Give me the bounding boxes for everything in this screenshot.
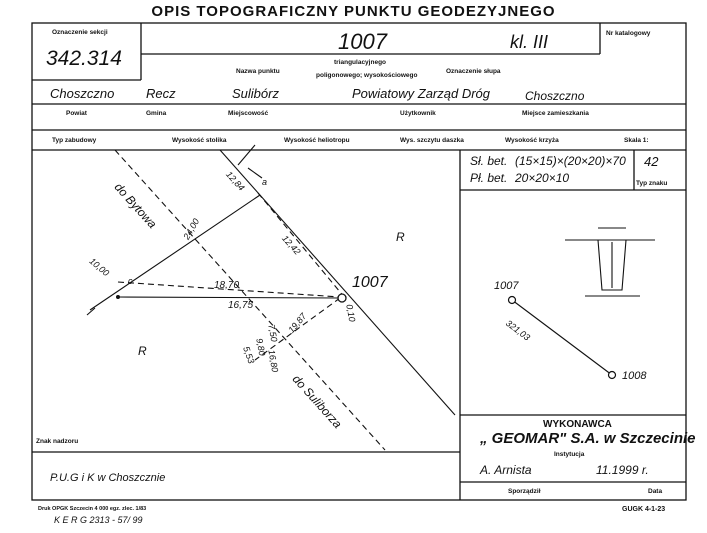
uzytkownik-value: Powiatowy Zarząd Dróg [352, 86, 490, 101]
right-point-1007: 1007 [494, 280, 519, 292]
wykonawca-value: „ GEOMAR" S.A. w Szczecinie [480, 430, 696, 447]
skala-label: Skala 1: [624, 137, 649, 144]
gmina-value: Recz [146, 86, 176, 101]
sekcja-label: Oznaczenie sekcji [52, 29, 108, 36]
area-r-2: R [138, 344, 147, 358]
right-point-1008: 1008 [622, 370, 647, 382]
powiat-label: Powiat [66, 110, 87, 117]
sl-bet-value: (15×15)×(20×20)×70 [515, 154, 626, 168]
znak-nadzoru-label: Znak nadzoru [36, 438, 79, 445]
area-r-1: R [396, 230, 405, 244]
kerg-text: K E R G 2313 - 57/ 99 [54, 515, 143, 525]
sl-bet-label: Sł. bet. [470, 154, 508, 168]
instytucja-label: Instytucja [554, 451, 585, 458]
zamieszkania-value: Choszczno [525, 89, 585, 103]
wys-szczytu-label: Wys. szczytu daszka [400, 137, 464, 144]
data-label: Data [648, 488, 663, 495]
wykonawca-label: WYKONAWCA [543, 419, 612, 430]
point-label: 1007 [352, 274, 388, 291]
typ-znaku-label: Typ znaku [636, 180, 668, 187]
sporzadzil-value: A. Arnista [480, 463, 532, 477]
document-title: OPIS TOPOGRAFICZNY PUNKTU GEODEZYJNEGO [151, 3, 556, 20]
pl-bet-value: 20×20×10 [515, 171, 570, 185]
druk-text: Druk OPGK Szczecin 4 000 egz. zlec. 1/83 [38, 506, 147, 512]
klasa-value: kl. III [510, 32, 549, 52]
powiat-value: Choszczno [50, 86, 115, 101]
punkt-type-1: triangulacyjnego [334, 59, 387, 66]
measure-1675: 16,75 [228, 300, 254, 311]
sketch-label-c: c [128, 276, 133, 286]
pl-bet-label: Pł. bet. [470, 171, 508, 185]
typ-znaku-value: 42 [644, 154, 659, 169]
znak-nadzoru-value: P.U.G i K w Choszcznie [50, 472, 166, 484]
date-value: 11.1999 r. [596, 463, 649, 477]
typ-zabudowy-label: Typ zabudowy [52, 137, 97, 144]
sporzadzil-label: Sporządził [508, 488, 541, 495]
nr-katalogowy-label: Nr katalogowy [606, 30, 651, 37]
punkt-type-2: poligonowego; wysokościowego [316, 72, 418, 79]
oznaczenie-slupa-label: Oznaczenie słupa [446, 68, 501, 75]
measure-1870: 18,70 [214, 280, 240, 291]
wys-stolika-label: Wysokość stolika [172, 137, 227, 144]
miejscowosc-value: Sulibórz [232, 86, 279, 101]
uzytkownik-label: Użytkownik [400, 110, 436, 117]
miejscowosc-label: Miejscowość [228, 110, 269, 117]
punkt-value: 1007 [338, 29, 387, 54]
sketch-label-a: a [262, 177, 268, 187]
zamieszkania-label: Miejsce zamieszkania [522, 110, 589, 117]
wys-heliotropu-label: Wysokość heliotropu [284, 137, 350, 144]
sekcja-value: 342.314 [46, 47, 122, 70]
gugk-text: GUGK 4-1-23 [622, 506, 666, 513]
gmina-label: Gmina [146, 110, 167, 117]
nazwa-punktu-label: Nazwa punktu [236, 68, 280, 75]
wys-krzyza-label: Wysokość krzyża [505, 137, 559, 144]
